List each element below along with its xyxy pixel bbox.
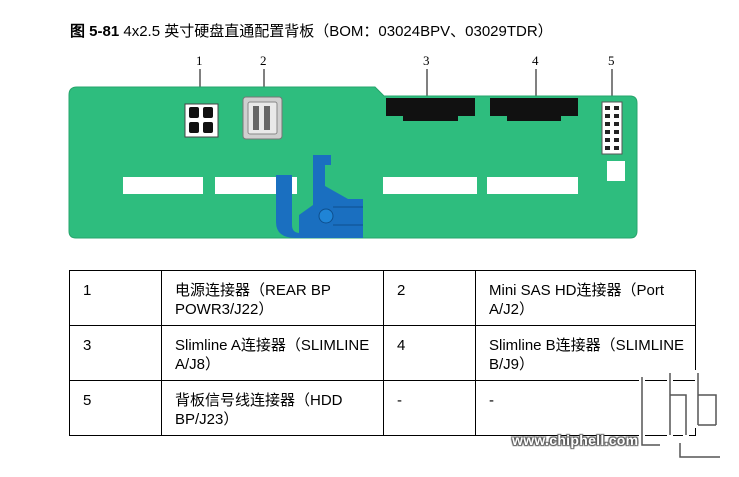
blue-latch [276,155,363,238]
table-row: 5 背板信号线连接器（HDD BP/J23） - - [69,380,696,436]
mini-sas-hd-connector [242,96,283,140]
watermark-url: www.chiphell.com [512,432,639,448]
table-cell-number: 5 [69,380,162,436]
table-cell-description: 背板信号线连接器（HDD BP/J23） [161,380,384,436]
table-row: 3 Slimline A连接器（SLIMLINE A/J8） 4 Slimlin… [69,325,696,381]
table-cell-description: Mini SAS HD连接器（Port A/J2） [475,270,696,326]
table-cell-number: 2 [383,270,476,326]
callout-2: 2 [260,53,267,68]
figure-number: 图 5-81 [70,23,120,40]
table-cell-number: - [383,380,476,436]
slimline-a-connector [386,98,475,121]
connector-table: 1 电源连接器（REAR BP POWR3/J22） 2 Mini SAS HD… [69,270,696,436]
figure-title: 4x2.5 英寸硬盘直通配置背板（BOM：03024BPV、03029TDR） [123,23,553,40]
table-cell-number: 3 [69,325,162,381]
backplane-diagram: 1 2 3 4 5 [68,53,638,239]
table-cell-description: - [475,380,696,436]
table-cell-number: 4 [383,325,476,381]
table-row: 1 电源连接器（REAR BP POWR3/J22） 2 Mini SAS HD… [69,270,696,326]
callout-5: 5 [608,53,615,68]
callout-4: 4 [532,53,539,68]
slimline-b-connector [490,98,578,121]
figure-caption: 图 5-81 4x2.5 英寸硬盘直通配置背板（BOM：03024BPV、030… [70,20,553,41]
table-cell-number: 1 [69,270,162,326]
callout-1: 1 [196,53,203,68]
table-cell-description: Slimline A连接器（SLIMLINE A/J8） [161,325,384,381]
chiphell-logo [639,370,723,460]
hdd-bp-signal-connector [601,101,623,155]
table-cell-description: 电源连接器（REAR BP POWR3/J22） [161,270,384,326]
callout-3: 3 [423,53,430,68]
power-connector [184,103,219,138]
